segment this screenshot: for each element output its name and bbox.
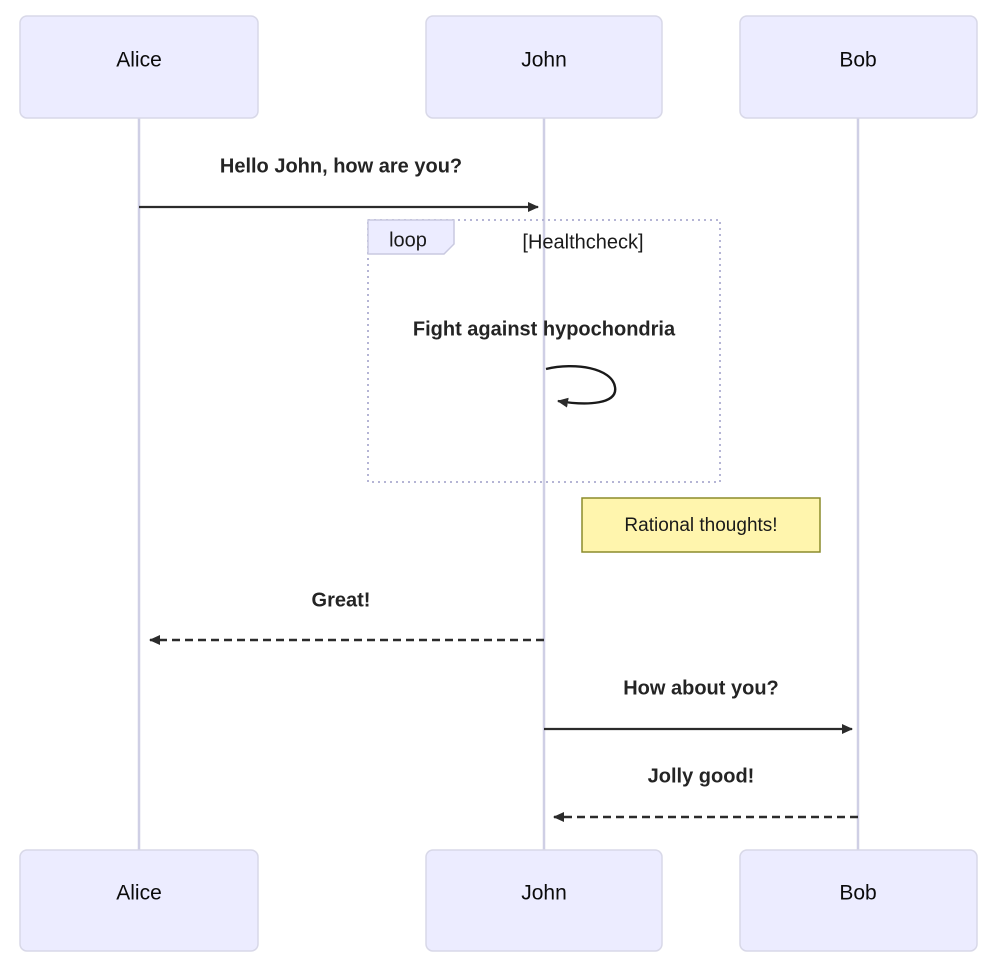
message-label: Great!	[312, 589, 371, 611]
loop-condition-label: [Healthcheck]	[522, 231, 643, 253]
actor-name-label: Bob	[839, 882, 876, 905]
note-text: Rational thoughts!	[624, 515, 777, 536]
actor-rect	[19, 849, 259, 952]
message-fight-hypochondria[interactable]: Fight against hypochondria	[413, 318, 676, 408]
note-rational-thoughts[interactable]: Rational thoughts!	[581, 497, 821, 553]
actor-name-label: Alice	[116, 49, 162, 72]
lifelines-group	[137, 118, 860, 852]
loop-frame-box	[367, 219, 721, 483]
actor-box-alice-bottom[interactable]: Alice	[19, 849, 259, 952]
message-label: Fight against hypochondria	[413, 318, 676, 340]
actor-box-john-top[interactable]: John	[425, 15, 663, 119]
loop-keyword-label: loop	[389, 229, 427, 251]
message-label: Hello John, how are you?	[220, 155, 462, 177]
actor-box-alice-top[interactable]: Alice	[19, 15, 259, 119]
note-box	[581, 497, 821, 553]
actor-name-label: Bob	[839, 49, 876, 72]
message-great[interactable]: Great!	[149, 589, 544, 645]
actor-box-bob-bottom[interactable]: Bob	[739, 849, 978, 952]
message-how-about-you[interactable]: How about you?	[544, 677, 853, 734]
actor-box-bob-top[interactable]: Bob	[739, 15, 978, 119]
actor-rect	[739, 15, 978, 119]
actor-rect	[19, 15, 259, 119]
actor-rect	[425, 849, 663, 952]
actor-name-label: Alice	[116, 882, 162, 905]
actor-name-label: John	[521, 49, 567, 72]
message-jolly-good[interactable]: Jolly good!	[553, 765, 858, 822]
actor-name-label: John	[521, 882, 567, 905]
message-label: Jolly good!	[648, 765, 755, 787]
loop-keyword-box	[367, 219, 455, 255]
loop-fragment[interactable]: loop [Healthcheck]	[367, 219, 721, 483]
actor-box-john-bottom[interactable]: John	[425, 849, 663, 952]
message-label: How about you?	[623, 677, 779, 699]
actor-rect	[739, 849, 978, 952]
message-hello-john[interactable]: Hello John, how are you?	[139, 155, 539, 212]
actor-rect	[425, 15, 663, 119]
self-loop-arrow-path	[545, 365, 617, 408]
